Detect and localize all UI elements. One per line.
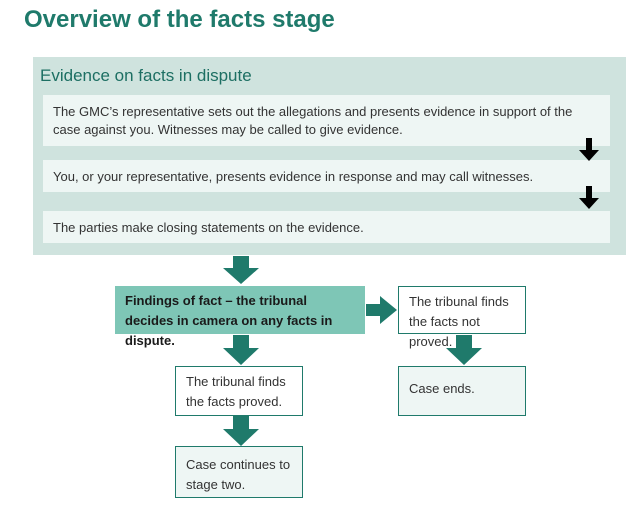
right-arrow-icon [366,296,397,324]
case-ends-box: Case ends. [398,366,526,416]
down-arrow-icon [223,335,259,365]
step-closing-statements: The parties make closing statements on t… [43,211,610,243]
down-arrow-icon [446,335,482,365]
panel-title: Evidence on facts in dispute [40,66,252,85]
down-arrow-icon [579,138,599,161]
page-title: Overview of the facts stage [24,6,335,33]
down-arrow-icon [579,186,599,209]
step-representative-case: The GMC’s representative sets out the al… [43,95,610,146]
facts-not-proved-box: The tribunal finds the facts not proved. [398,286,526,349]
step-response-evidence: You, or your representative, presents ev… [43,160,610,192]
down-arrow-icon [223,256,259,284]
case-continues-box: Case continues to stage two. [175,446,303,498]
findings-of-fact-box: Findings of fact – the tribunal decides … [115,286,365,348]
facts-proved-box: The tribunal finds the facts proved. [175,366,303,416]
down-arrow-icon [223,416,259,446]
